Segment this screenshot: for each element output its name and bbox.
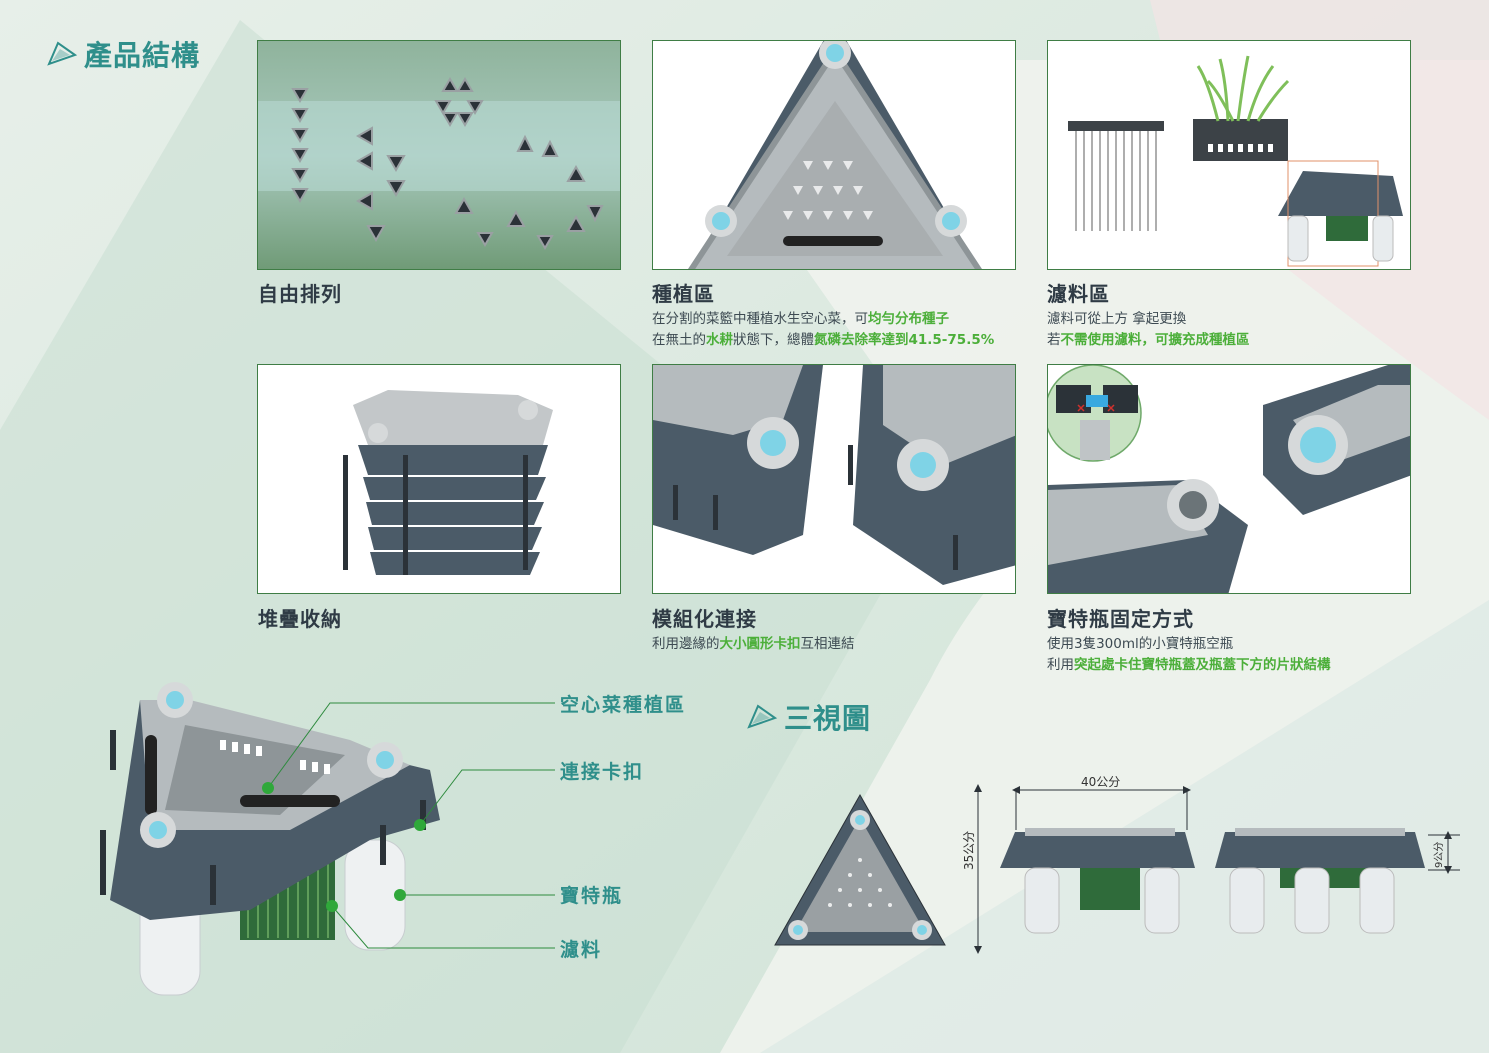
panel-free-arrangement bbox=[257, 40, 621, 270]
three-views-title: 三視圖 bbox=[746, 697, 871, 737]
modular-connection-image bbox=[653, 365, 1015, 585]
top-view-drawing bbox=[774, 793, 946, 946]
front-side-view-drawings bbox=[974, 784, 1460, 954]
callout-leader-lines bbox=[267, 702, 555, 949]
bottle-fixing-image bbox=[1048, 365, 1410, 593]
panel-3-title: 濾料區 bbox=[1047, 282, 1110, 306]
panel-stacking bbox=[257, 364, 621, 594]
panel-3-line-2: 若不需使用濾料，可擴充成種植區 bbox=[1047, 332, 1250, 348]
panel-2-line-1: 在分割的菜籃中種植水生空心菜，可均勻分布種子 bbox=[652, 311, 949, 327]
callout-bottle: 寶特瓶 bbox=[560, 885, 624, 907]
panel-1-title: 自由排列 bbox=[258, 282, 342, 306]
panel-5-line-1: 利用邊緣的大小圓形卡扣互相連結 bbox=[652, 636, 855, 652]
panel-4-title: 堆疊收納 bbox=[258, 607, 342, 631]
filter-area-image bbox=[1068, 55, 1403, 267]
panel-bottle-fixing bbox=[1047, 364, 1411, 594]
panel-2-line-2: 在無土的水耕狀態下，總體氮磷去除率達到41.5-75.5% bbox=[652, 332, 995, 348]
panel-5-title: 模組化連接 bbox=[652, 607, 757, 631]
panel-3-line-1: 濾料可從上方 拿起更換 bbox=[1047, 311, 1187, 327]
structure-title: 產品結構 bbox=[46, 34, 200, 74]
planting-area-image bbox=[688, 41, 982, 269]
panel-6-title: 寶特瓶固定方式 bbox=[1047, 607, 1194, 631]
panel-2-title: 種植區 bbox=[652, 282, 715, 306]
panel-filter-area bbox=[1047, 40, 1411, 270]
product-main-render bbox=[100, 682, 555, 996]
panel-6-line-2: 利用突起處卡住寶特瓶蓋及瓶蓋下方的片狀結構 bbox=[1047, 657, 1331, 673]
callout-connection-clip: 連接卡扣 bbox=[560, 761, 645, 783]
panel-6-line-1: 使用3隻300ml的小寶特瓶空瓶 bbox=[1047, 636, 1234, 652]
panel-modular-connection bbox=[652, 364, 1016, 594]
free-arrangement-image bbox=[258, 41, 620, 269]
triangle-logo-icon bbox=[47, 41, 78, 66]
dimension-width: 40公分 bbox=[1081, 775, 1121, 789]
callout-planting-area: 空心菜種植區 bbox=[560, 694, 687, 716]
triangle-logo-icon bbox=[747, 704, 778, 729]
stacking-image bbox=[343, 390, 553, 575]
panel-planting-area bbox=[652, 40, 1016, 270]
callout-filter: 濾料 bbox=[560, 939, 603, 961]
